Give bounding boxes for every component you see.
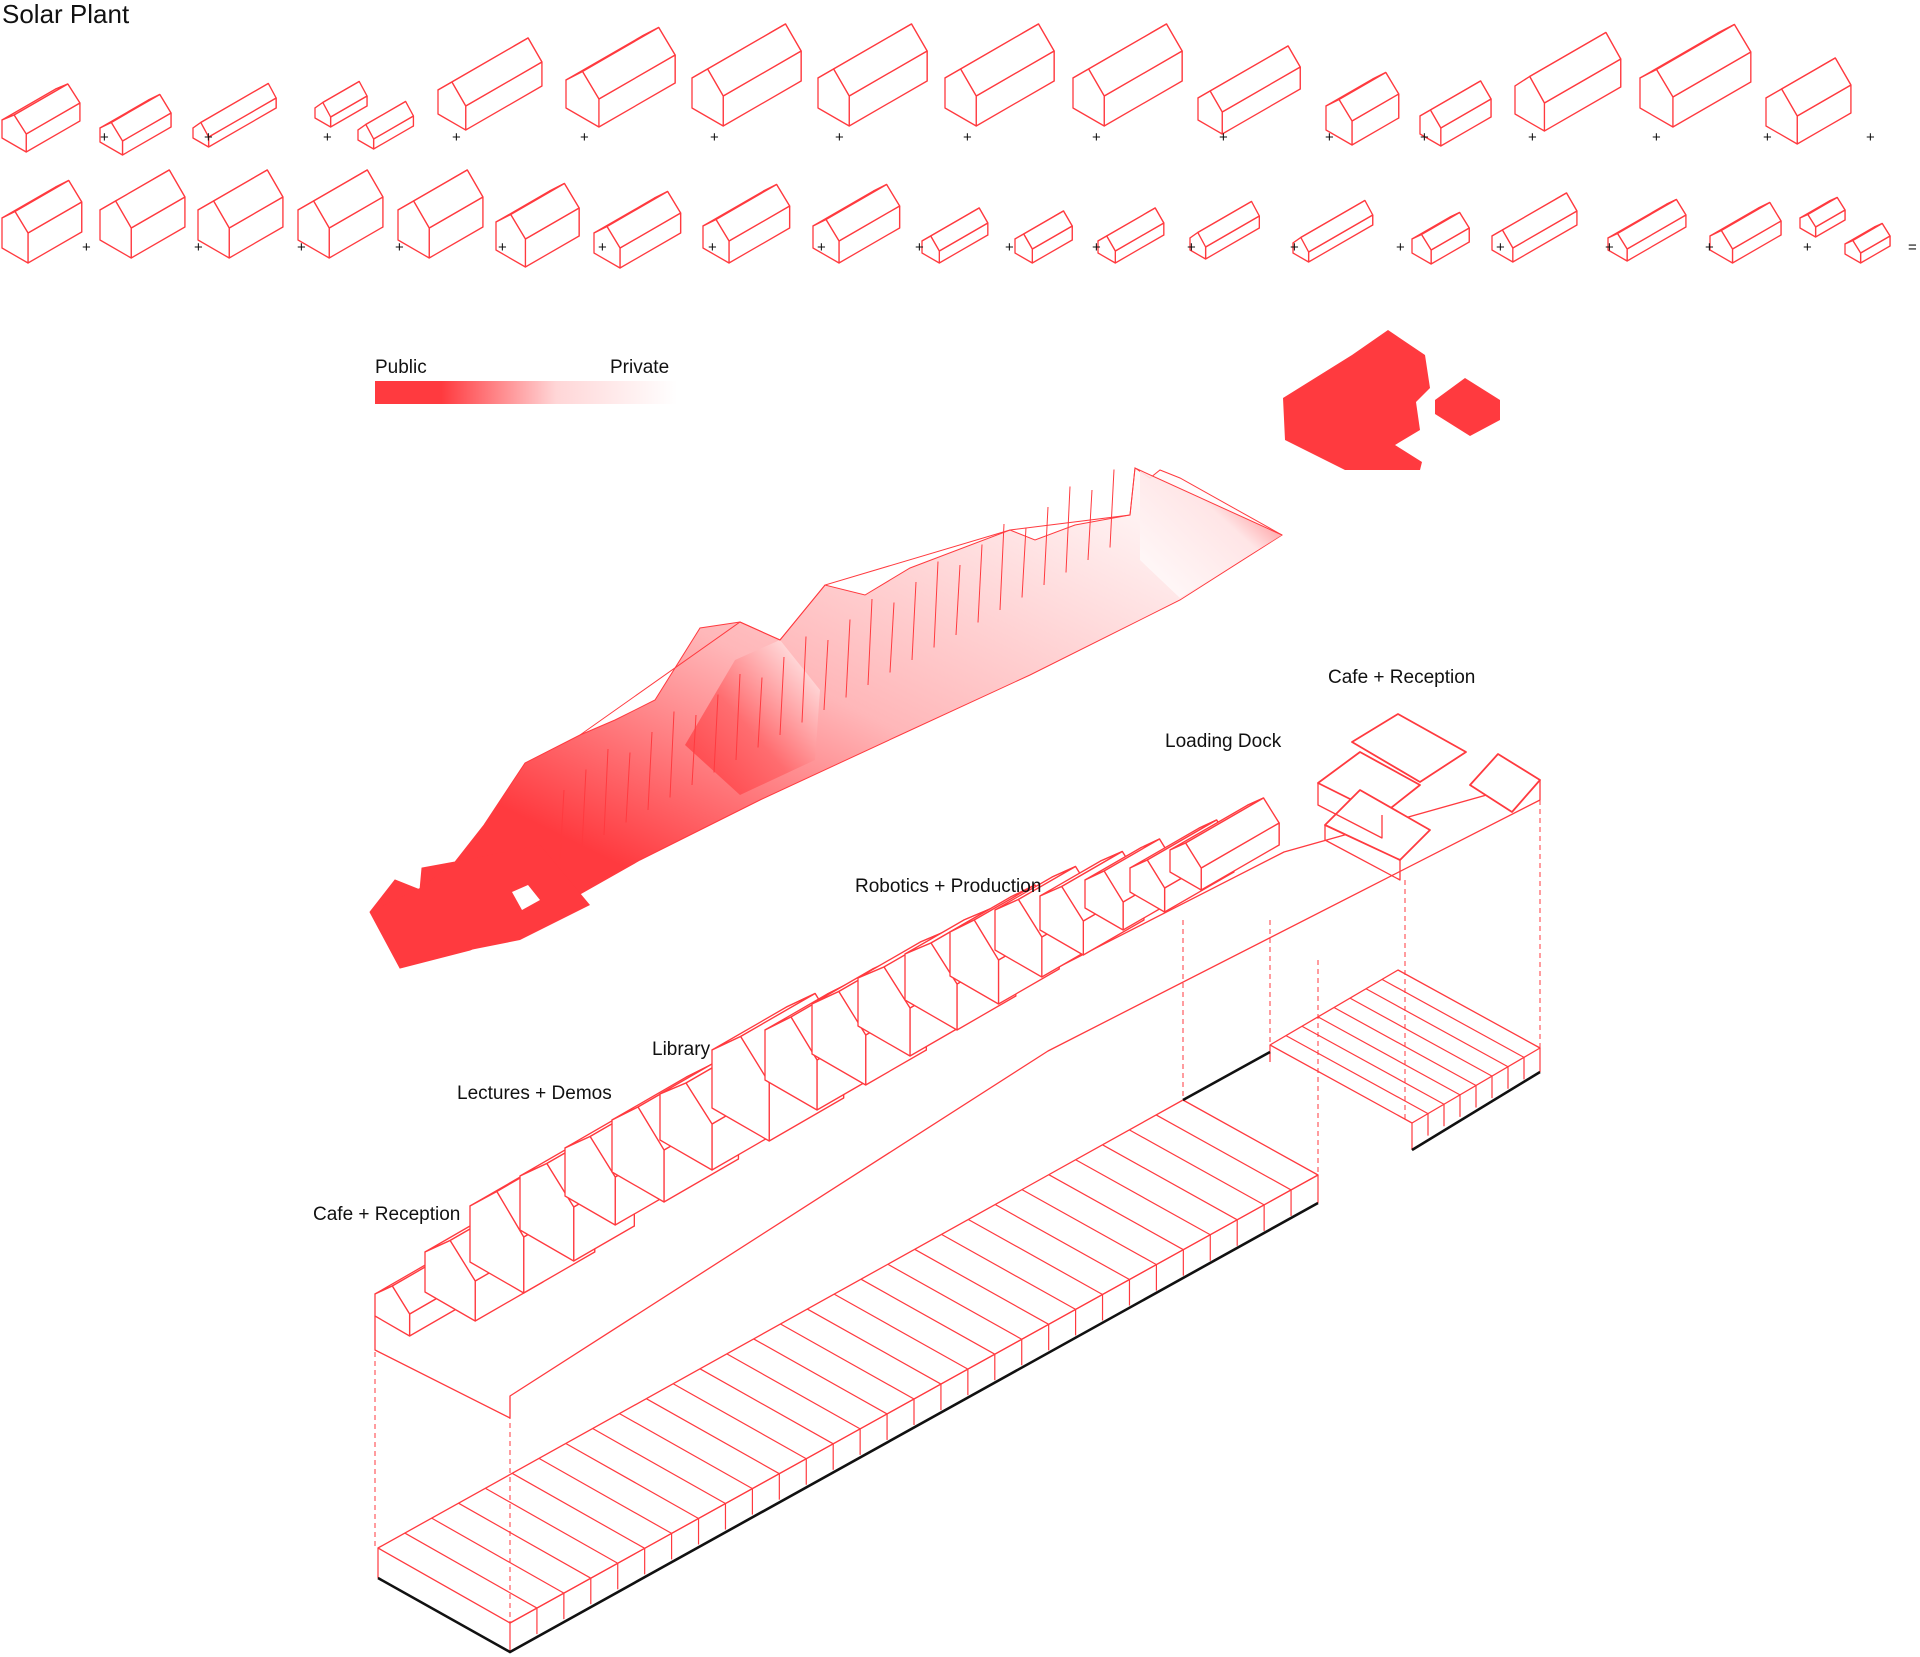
plus-operator: + [1092, 239, 1101, 256]
plus-operator: + [1092, 129, 1101, 146]
label-cafe-reception-bottom: Cafe + Reception [313, 1204, 460, 1225]
plus-operator: + [194, 239, 203, 256]
label-library: Library [652, 1039, 711, 1060]
public-private-legend: Public Private [375, 357, 677, 404]
roof-module-row-1: + + + + + + + + + + + + + + + + [1, 23, 1875, 156]
ground-baseline-link [1182, 1050, 1271, 1102]
plus-operator: + [1325, 129, 1334, 146]
roof-module-r1-2 [99, 93, 172, 156]
ground-baseline-cafe [1411, 1070, 1541, 1152]
plus-operator: + [1219, 129, 1228, 146]
roof-module-r2-12 [1097, 207, 1165, 264]
label-loading-dock: Loading Dock [1165, 731, 1282, 752]
diagram-title: Solar Plant [2, 0, 130, 29]
plus-operator: + [1866, 129, 1875, 146]
roof-module-r1-15 [1514, 31, 1622, 132]
ground-floor-plan [377, 969, 1541, 1654]
plus-operator: + [395, 239, 404, 256]
roof-module-r1-8 [691, 23, 802, 127]
heatmap-building-strip [369, 467, 1283, 969]
roof-module-r1-12 [1197, 45, 1301, 135]
roof-module-r1-16 [1639, 23, 1752, 128]
plus-operator: + [1396, 239, 1405, 256]
label-robotics-production: Robotics + Production [855, 876, 1041, 897]
plus-operator: + [1420, 129, 1429, 146]
roof-module-r2-15 [1411, 211, 1470, 265]
plus-operator: + [297, 239, 306, 256]
heatmap-cafe-cluster-top [1283, 330, 1500, 470]
roof-module-r1-7 [565, 26, 676, 128]
plus-operator: + [1496, 239, 1505, 256]
roof-module-row-2: + + + + + + + + + + + + + + + + + + = [1, 169, 1917, 269]
plus-operator: + [1763, 129, 1772, 146]
plus-operator: + [1605, 239, 1614, 256]
roof-module-r2-10 [921, 207, 989, 264]
roof-module-r1-10 [944, 23, 1055, 127]
roof-module-r1-6 [437, 37, 543, 131]
heatmap-massing [369, 330, 1500, 969]
roof-module-r1-17 [1765, 57, 1852, 145]
roof-module-r2-17 [1607, 198, 1687, 262]
plus-operator: + [82, 239, 91, 256]
plus-operator: + [100, 129, 109, 146]
plus-operator: + [1005, 239, 1014, 256]
equals-operator: = [1908, 239, 1917, 256]
roof-module-r1-13 [1325, 71, 1400, 146]
roof-module-r1-4 [314, 80, 368, 128]
plus-operator: + [598, 239, 607, 256]
legend-private-label: Private [610, 357, 669, 378]
roof-module-r1-5 [357, 100, 415, 150]
roof-module-r2-11 [1014, 210, 1073, 264]
roof-module-r1-3 [192, 82, 277, 148]
legend-gradient-bar [375, 381, 677, 404]
roof-module-r2-2 [99, 169, 186, 259]
roof-module-r1-9 [817, 23, 928, 127]
plus-operator: + [1652, 129, 1661, 146]
roof-module-r2-3 [197, 169, 284, 259]
roof-module-r1-14 [1419, 80, 1492, 147]
roof-module-r2-5 [397, 169, 484, 259]
plus-operator: + [835, 129, 844, 146]
plus-operator: + [1187, 239, 1196, 256]
roof-module-r2-13 [1189, 200, 1260, 260]
plus-operator: + [498, 239, 507, 256]
plus-operator: + [708, 239, 717, 256]
plus-operator: + [963, 129, 972, 146]
plus-operator: + [1528, 129, 1537, 146]
plus-operator: + [452, 129, 461, 146]
roof-building-18 [1169, 797, 1280, 891]
legend-public-label: Public [375, 357, 427, 378]
roof-module-r2-16 [1491, 192, 1578, 263]
roof-buildings [374, 797, 1280, 1337]
cafe-cluster-roofs [1317, 713, 1541, 881]
plus-operator: + [915, 239, 924, 256]
plus-operator: + [710, 129, 719, 146]
plus-operator: + [204, 129, 213, 146]
roof-module-r2-1 [1, 179, 83, 264]
roof-module-r2-19 [1799, 196, 1846, 238]
label-cafe-reception-top: Cafe + Reception [1328, 667, 1475, 688]
roof-module-r2-6 [495, 182, 580, 268]
plus-operator: + [1803, 239, 1812, 256]
roof-module-r2-20 [1844, 222, 1891, 264]
plus-operator: + [817, 239, 826, 256]
roof-module-r1-1 [1, 83, 81, 153]
program-labels: Cafe + Reception Loading Dock Robotics +… [313, 667, 1475, 1225]
plus-operator: + [323, 129, 332, 146]
ground-baseline [377, 1201, 1319, 1654]
roof-level-wireframe [374, 713, 1541, 1419]
roof-module-r1-11 [1072, 23, 1183, 127]
roof-module-r2-8 [702, 183, 791, 264]
roof-module-r2-7 [593, 190, 682, 269]
roof-module-r2-18 [1709, 201, 1782, 264]
label-lectures-demos: Lectures + Demos [457, 1083, 612, 1104]
plus-operator: + [1705, 239, 1714, 256]
plus-operator: + [1290, 239, 1299, 256]
roof-module-r2-4 [297, 169, 384, 259]
plus-operator: + [580, 129, 589, 146]
roof-module-r2-9 [812, 183, 901, 264]
roof-module-r2-14 [1292, 199, 1374, 263]
